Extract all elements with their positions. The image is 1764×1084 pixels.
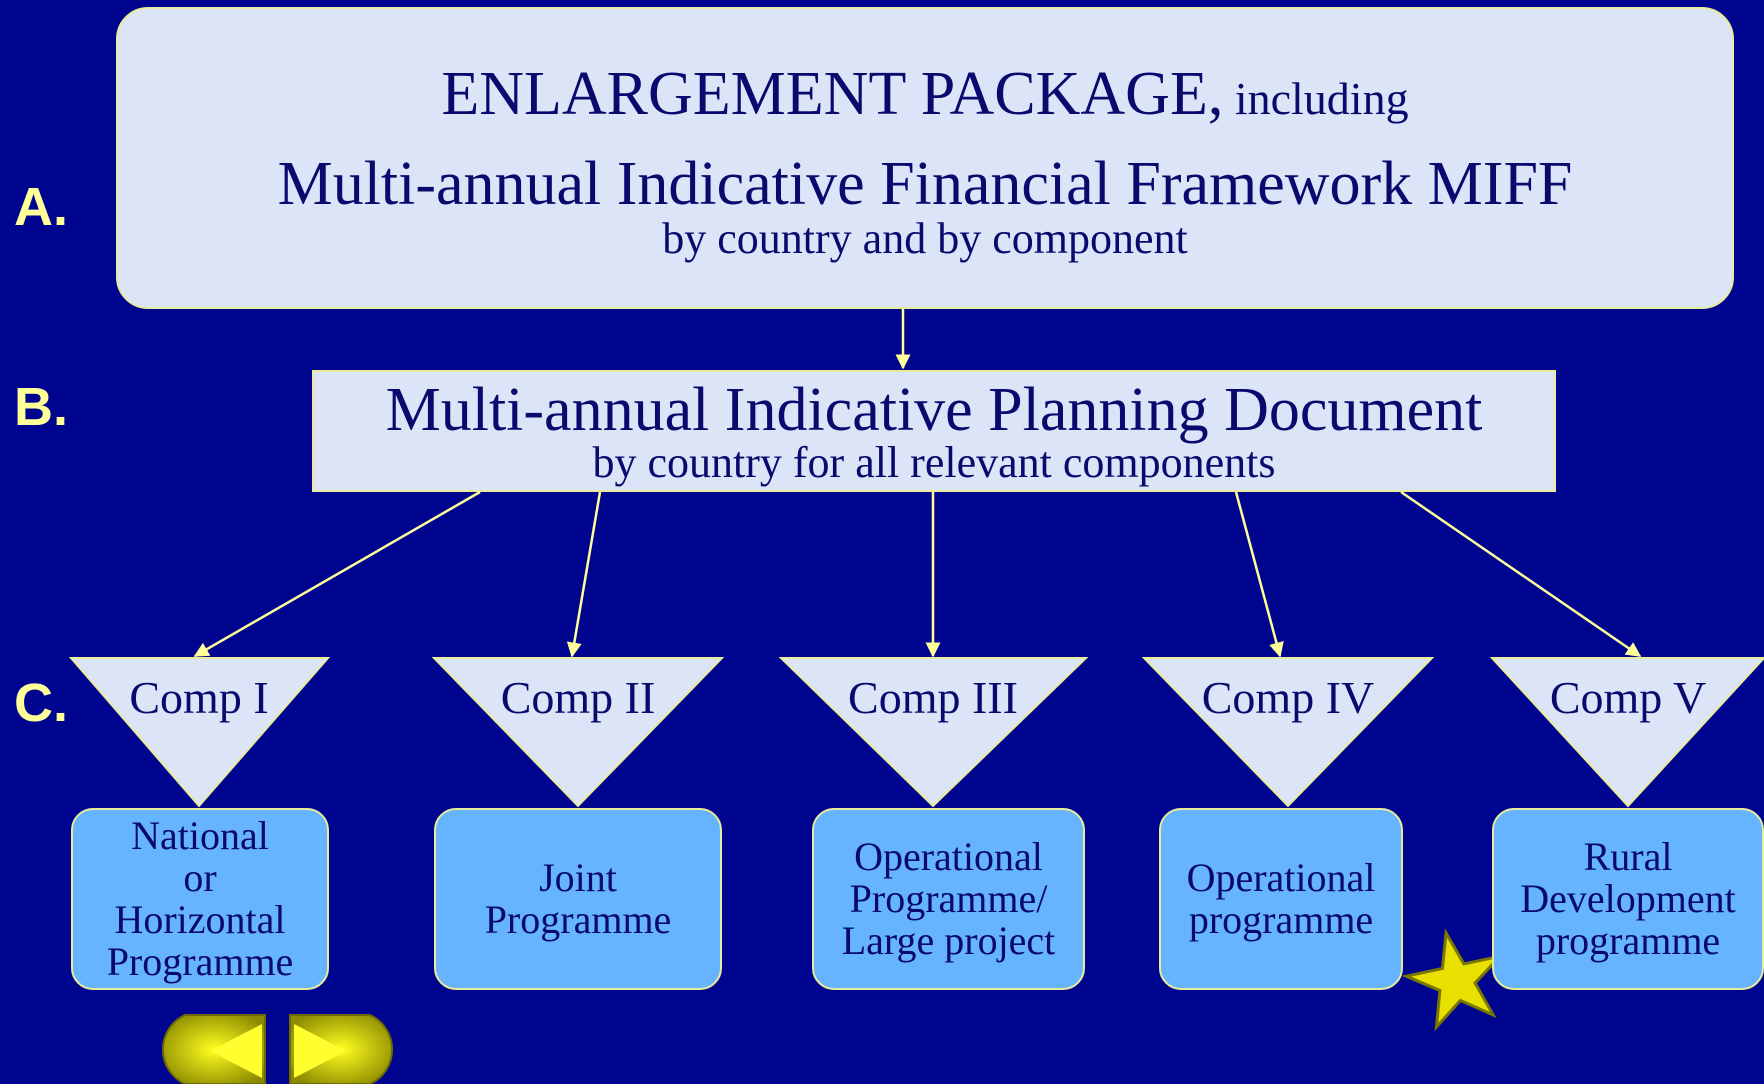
comp1-triangle	[68, 657, 331, 808]
comp4-programme-box: Operational programme	[1159, 808, 1403, 990]
connector-b-comp4	[1234, 491, 1284, 658]
star-icon	[1401, 928, 1505, 1032]
comp5-triangle	[1489, 657, 1764, 808]
comp2-triangle	[431, 657, 725, 808]
comp1-programme-box: National or Horizontal Programme	[71, 808, 329, 990]
package-title: ENLARGEMENT PACKAGE,	[441, 60, 1224, 128]
comp3-programme: Operational Programme/ Large project	[841, 834, 1056, 963]
level-label-c: C.	[14, 673, 68, 733]
package-title-line: ENLARGEMENT PACKAGE, including	[118, 59, 1732, 134]
comp3-programme-box: Operational Programme/ Large project	[812, 808, 1085, 990]
comp5-label: Comp V	[1549, 672, 1707, 723]
connector-b-comp2	[566, 491, 602, 658]
miff-title: Multi-annual Indicative Financial Framew…	[277, 150, 1573, 218]
comp2-label: Comp II	[500, 672, 656, 723]
connector-b-comp5	[1400, 490, 1642, 658]
comp3-triangle	[778, 657, 1089, 808]
miff-detail: by country and by component	[662, 214, 1188, 263]
comp2-programme: Joint Programme	[484, 855, 672, 942]
level-label-a: A.	[14, 177, 68, 237]
planning-title: Multi-annual Indicative Planning Documen…	[385, 376, 1483, 444]
comp4-programme: Operational programme	[1186, 855, 1376, 942]
comp5-programme: Rural Development programme	[1520, 834, 1736, 963]
connector-b-comp1	[193, 490, 481, 658]
comp2-programme-box: Joint Programme	[434, 808, 722, 990]
enlargement-package-box: ENLARGEMENT PACKAGE, including Multi-ann…	[116, 7, 1734, 309]
level-label-b: B.	[14, 377, 68, 437]
comp1-label: Comp I	[129, 672, 269, 723]
previous-slide-icon[interactable]	[162, 1014, 266, 1084]
comp4-triangle	[1141, 657, 1435, 808]
comp5-programme-box: Rural Development programme	[1492, 808, 1764, 990]
planning-detail: by country for all relevant components	[592, 438, 1276, 487]
comp4-label: Comp IV	[1201, 672, 1375, 723]
planning-document-box: Multi-annual Indicative Planning Documen…	[312, 370, 1556, 492]
next-slide-icon[interactable]	[289, 1014, 393, 1084]
comp3-label: Comp III	[848, 672, 1018, 723]
comp1-programme: National or Horizontal Programme	[106, 813, 294, 984]
package-title-suffix: including	[1223, 73, 1409, 124]
